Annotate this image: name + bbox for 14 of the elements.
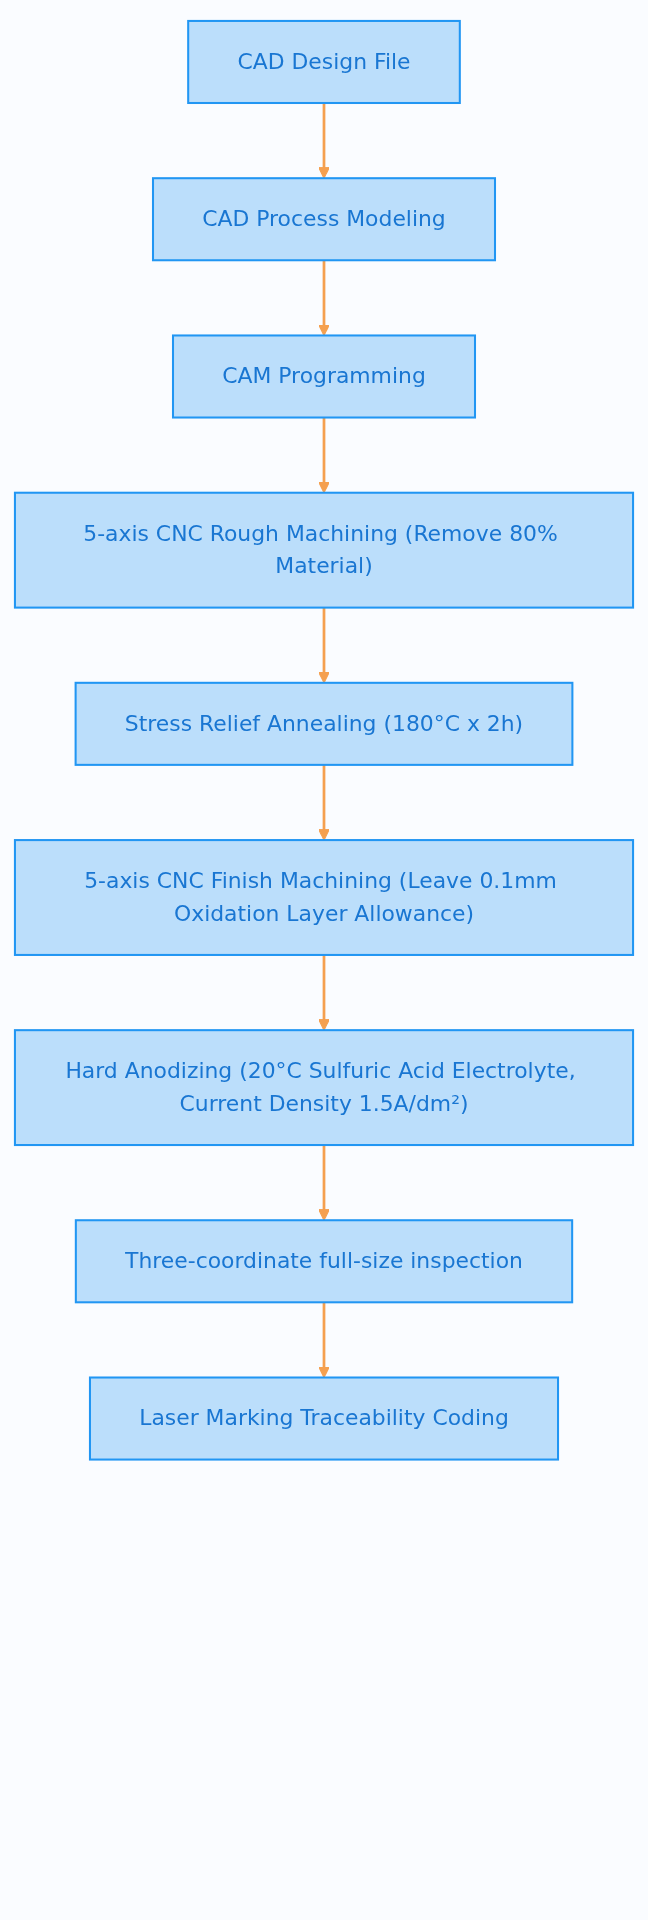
arrow [318, 260, 330, 336]
node-box: CAD Process Modeling [151, 177, 497, 262]
node-box: CAD Design File [187, 19, 461, 104]
arrow [318, 1145, 330, 1221]
node-box: Laser Marking Traceability Coding [88, 1376, 560, 1461]
node-box: Stress Relief Annealing (180°C x 2h) [74, 681, 574, 766]
node-box: Hard Anodizing (20°C Sulfuric Acid Electrolyte, Current Density 1.5A/dm²) [13, 1029, 635, 1147]
arrow [318, 954, 330, 1031]
arrow [318, 764, 330, 841]
node-box: CAM Programming [171, 334, 477, 419]
node-box: 5-axis CNC Finish Machining (Leave 0.1mm Oxidation Layer Allowance) [13, 839, 635, 956]
arrow [318, 103, 330, 179]
node-box: 5-axis CNC Rough Machining (Remove 80% Material) [13, 491, 635, 609]
node-box: Three-coordinate full-size inspection [74, 1219, 574, 1304]
